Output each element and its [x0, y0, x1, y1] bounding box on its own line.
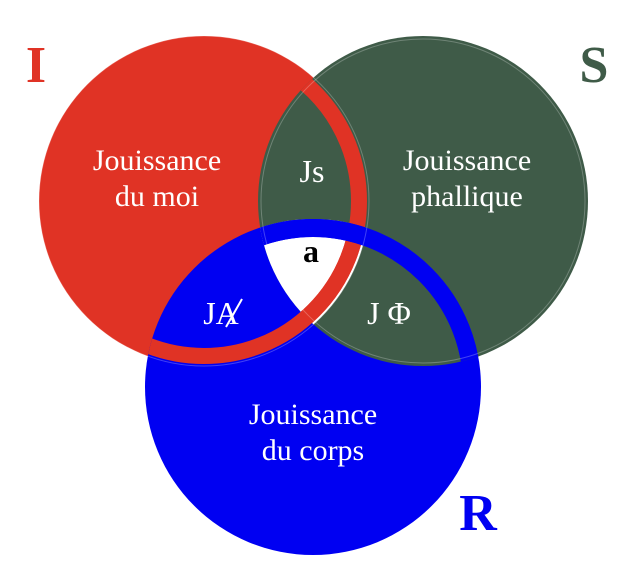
symbolic-label-line2: phallique [411, 180, 523, 213]
object-a-label: a [303, 233, 319, 269]
imaginary-ring-over-real [145, 219, 367, 364]
imaginary-label-line1: Jouissance [93, 144, 221, 177]
real-ring-center-segment [258, 219, 369, 366]
symbolic-outline [260, 38, 586, 364]
symbolic-real-label: J Φ [367, 295, 411, 331]
imaginary-label-line2: du moi [115, 180, 199, 213]
imaginary-ring-over-symbolic [258, 38, 367, 364]
imaginary-symbolic-label: Js [300, 153, 325, 189]
imaginary-outline [38, 35, 370, 367]
real-label-line1: Jouissance [249, 398, 377, 431]
imaginary-corner-label: I [26, 37, 46, 94]
real-label-line2: du corps [262, 434, 364, 467]
symbolic-corner-label: S [580, 37, 609, 94]
real-corner-label: R [459, 485, 498, 542]
symbolic-label-line1: Jouissance [403, 144, 531, 177]
barred-a-stroke [225, 298, 243, 328]
